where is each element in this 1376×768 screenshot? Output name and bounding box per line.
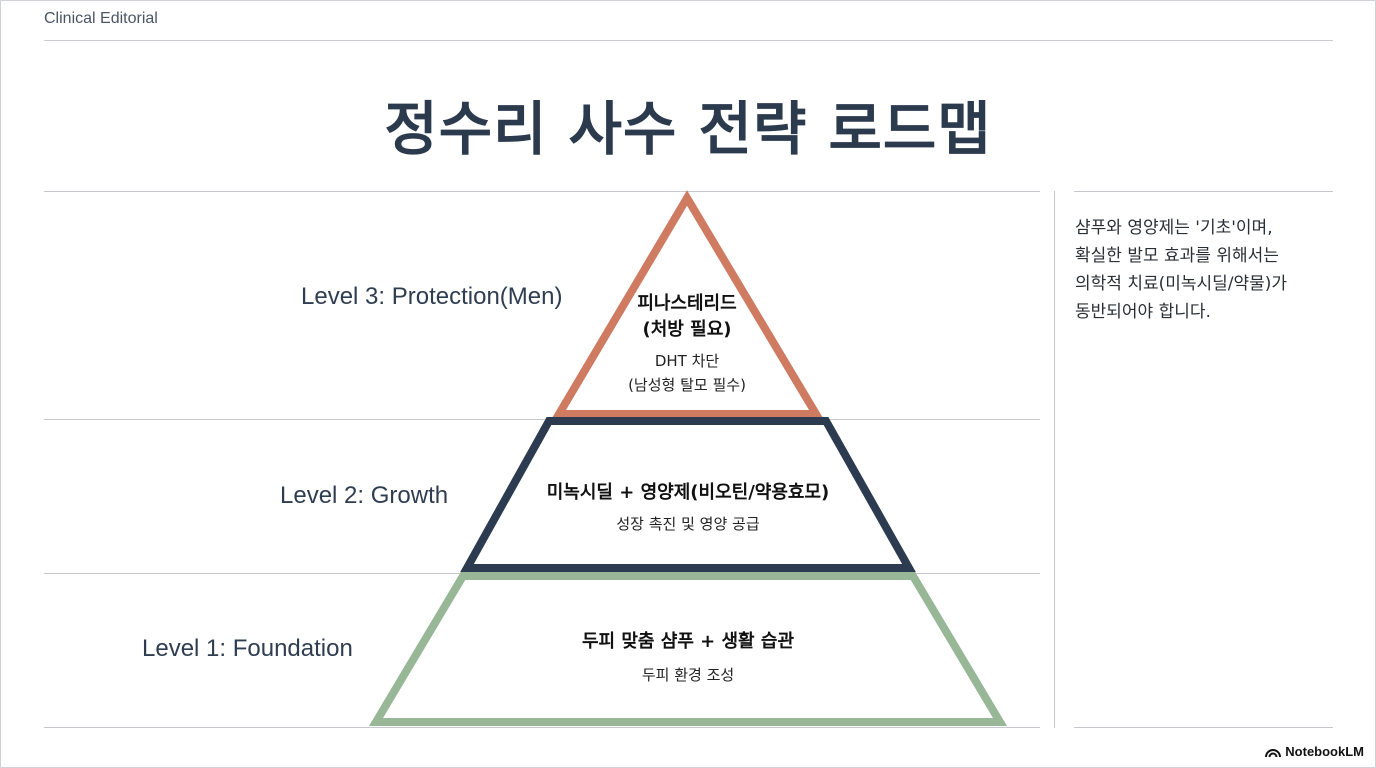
tier-3-sub-line-1: DHT 차단 bbox=[654, 352, 720, 370]
pyramid-tier-2 bbox=[460, 417, 916, 572]
note-rule-bottom bbox=[1074, 727, 1333, 728]
level-2-label: Level 2: Growth bbox=[280, 482, 449, 509]
note-line-1: 샴푸와 영양제는 '기초'이며, bbox=[1075, 218, 1273, 238]
guide-line-level3-2 bbox=[44, 419, 1040, 420]
note-line-4: 동반되어야 합니다. bbox=[1075, 302, 1211, 322]
column-divider bbox=[1054, 191, 1055, 728]
tier-3-main-line-1: 피나스테리드 bbox=[637, 293, 737, 314]
tier-1-sub-line: 두피 환경 조성 bbox=[641, 666, 735, 684]
tier-3-main-line-2: (처방 필요) bbox=[642, 319, 732, 340]
notebooklm-logo: NotebookLM bbox=[1265, 744, 1364, 759]
tier-2-sub-line: 성장 촉진 및 영양 공급 bbox=[616, 515, 760, 533]
pyramid-tier-1 bbox=[368, 572, 1008, 726]
side-note: 샴푸와 영양제는 '기초'이며, 확실한 발모 효과를 위해서는 의학적 치료(… bbox=[1075, 214, 1345, 326]
brand-label: Clinical Editorial bbox=[44, 10, 158, 27]
tier-2-text: 미녹시딜 + 영양제(비오틴/약용효모) 성장 촉진 및 영양 공급 bbox=[488, 480, 888, 536]
tier-3-sub-line-2: (남성형 탈모 필수) bbox=[628, 376, 746, 394]
notebooklm-icon bbox=[1265, 748, 1282, 757]
note-line-3: 의학적 치료(미녹시딜/약물)가 bbox=[1075, 274, 1288, 294]
page-title: 정수리 사수 전략 로드맵 bbox=[384, 95, 992, 163]
guide-line-bottom bbox=[44, 727, 1040, 728]
note-rule-top bbox=[1074, 191, 1333, 192]
guide-line-top bbox=[44, 191, 1040, 192]
tier-2-main-line: 미녹시딜 + 영양제(비오틴/약용효모) bbox=[546, 482, 830, 503]
level-1-label: Level 1: Foundation bbox=[142, 635, 353, 662]
level-3-label: Level 3: Protection(Men) bbox=[301, 283, 563, 310]
header-divider bbox=[44, 40, 1333, 41]
tier-1-text: 두피 맞춤 샴푸 + 생활 습관 두피 환경 조성 bbox=[488, 629, 888, 687]
tier-1-main-line: 두피 맞춤 샴푸 + 생활 습관 bbox=[581, 631, 794, 652]
pyramid-tier-3 bbox=[551, 190, 824, 418]
notebooklm-label: NotebookLM bbox=[1285, 744, 1364, 759]
note-line-2: 확실한 발모 효과를 위해서는 bbox=[1075, 246, 1279, 266]
tier-3-text: 피나스테리드 (처방 필요) DHT 차단 (남성형 탈모 필수) bbox=[587, 291, 787, 397]
